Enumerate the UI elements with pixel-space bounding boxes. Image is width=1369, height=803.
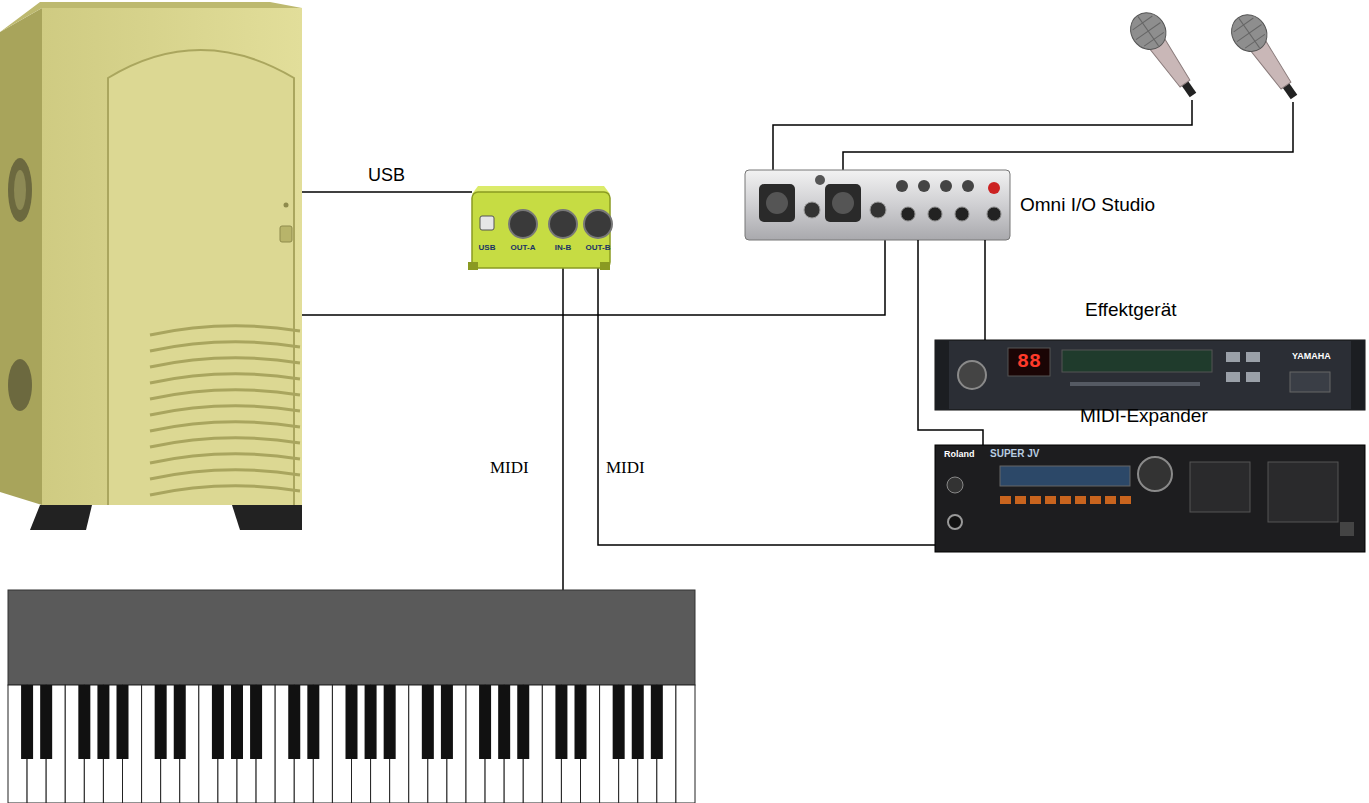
mic-cable bbox=[843, 102, 1293, 172]
black-key bbox=[174, 685, 186, 759]
vent-slot bbox=[150, 422, 300, 431]
black-key bbox=[307, 685, 319, 759]
vent-slot bbox=[150, 406, 300, 415]
black-key bbox=[212, 685, 224, 759]
vent-slot bbox=[150, 470, 300, 479]
device-node: Omni I/O Studio bbox=[745, 170, 1010, 240]
vent-slot bbox=[150, 454, 300, 463]
black-key bbox=[422, 685, 434, 759]
cable-label: USB bbox=[368, 165, 405, 186]
tone-button bbox=[1105, 496, 1116, 504]
vent-slot bbox=[150, 358, 300, 367]
display-digits: 88 bbox=[1017, 350, 1041, 373]
device-node: Effektgerät bbox=[935, 340, 1365, 410]
usb-cable bbox=[302, 191, 472, 193]
tone-button bbox=[1045, 496, 1056, 504]
audio-interface-device bbox=[745, 170, 1010, 240]
model-name: SUPER JV bbox=[990, 448, 1039, 460]
black-key bbox=[97, 685, 109, 759]
vent-grille bbox=[150, 326, 300, 495]
black-key bbox=[479, 685, 491, 759]
tone-button bbox=[1075, 496, 1086, 504]
black-key bbox=[288, 685, 300, 759]
black-key bbox=[555, 685, 567, 759]
black-key bbox=[21, 685, 33, 759]
port-label: IN-B bbox=[555, 243, 571, 252]
tone-button bbox=[1030, 496, 1041, 504]
black-key bbox=[575, 685, 587, 759]
black-key bbox=[651, 685, 663, 759]
device-label: Omni I/O Studio bbox=[1020, 194, 1155, 216]
vent-slot bbox=[150, 438, 300, 447]
device-label: MIDI-Expander bbox=[1080, 405, 1208, 427]
black-key bbox=[117, 685, 129, 759]
black-key bbox=[441, 685, 453, 759]
pc-tower bbox=[0, 2, 302, 530]
port-label: USB bbox=[479, 243, 496, 252]
black-key bbox=[40, 685, 52, 759]
vent-slot bbox=[150, 342, 300, 351]
tone-button bbox=[1060, 496, 1071, 504]
port-label: OUT-B bbox=[586, 243, 611, 252]
tone-button bbox=[1000, 496, 1011, 504]
brand-name: YAMAHA bbox=[1292, 351, 1331, 361]
vent-slot bbox=[150, 326, 300, 335]
expander-device bbox=[935, 445, 1365, 552]
black-key bbox=[384, 685, 396, 759]
black-key bbox=[231, 685, 243, 759]
black-key bbox=[365, 685, 377, 759]
midi-cable bbox=[562, 268, 564, 590]
keyboard bbox=[8, 590, 695, 803]
port-label: OUT-A bbox=[511, 243, 536, 252]
effects-device bbox=[935, 340, 1365, 410]
black-key bbox=[613, 685, 625, 759]
tone-button bbox=[1120, 496, 1131, 504]
tone-button bbox=[1015, 496, 1026, 504]
vent-slot bbox=[150, 374, 300, 383]
cable-connector bbox=[984, 240, 986, 340]
mic-cable bbox=[773, 100, 1192, 172]
black-key bbox=[346, 685, 358, 759]
midi-interface bbox=[468, 186, 612, 270]
device-label: Effektgerät bbox=[1085, 299, 1177, 321]
black-key bbox=[155, 685, 167, 759]
microphone bbox=[1123, 6, 1206, 105]
vent-slot bbox=[150, 486, 300, 495]
device-node: MIDI-Expander bbox=[935, 445, 1365, 552]
audio-cable bbox=[302, 240, 885, 315]
black-key bbox=[78, 685, 90, 759]
black-key bbox=[632, 685, 644, 759]
cable-connector bbox=[918, 240, 983, 445]
midi-cable bbox=[598, 268, 935, 545]
brand-name: Roland bbox=[944, 449, 975, 459]
cable-label: MIDI bbox=[490, 458, 529, 478]
tone-button bbox=[1090, 496, 1101, 504]
black-key bbox=[498, 685, 510, 759]
cable-label: MIDI bbox=[606, 458, 645, 478]
black-key bbox=[250, 685, 262, 759]
white-key bbox=[676, 685, 695, 803]
microphone bbox=[1224, 8, 1307, 107]
black-key bbox=[517, 685, 529, 759]
vent-slot bbox=[150, 390, 300, 399]
